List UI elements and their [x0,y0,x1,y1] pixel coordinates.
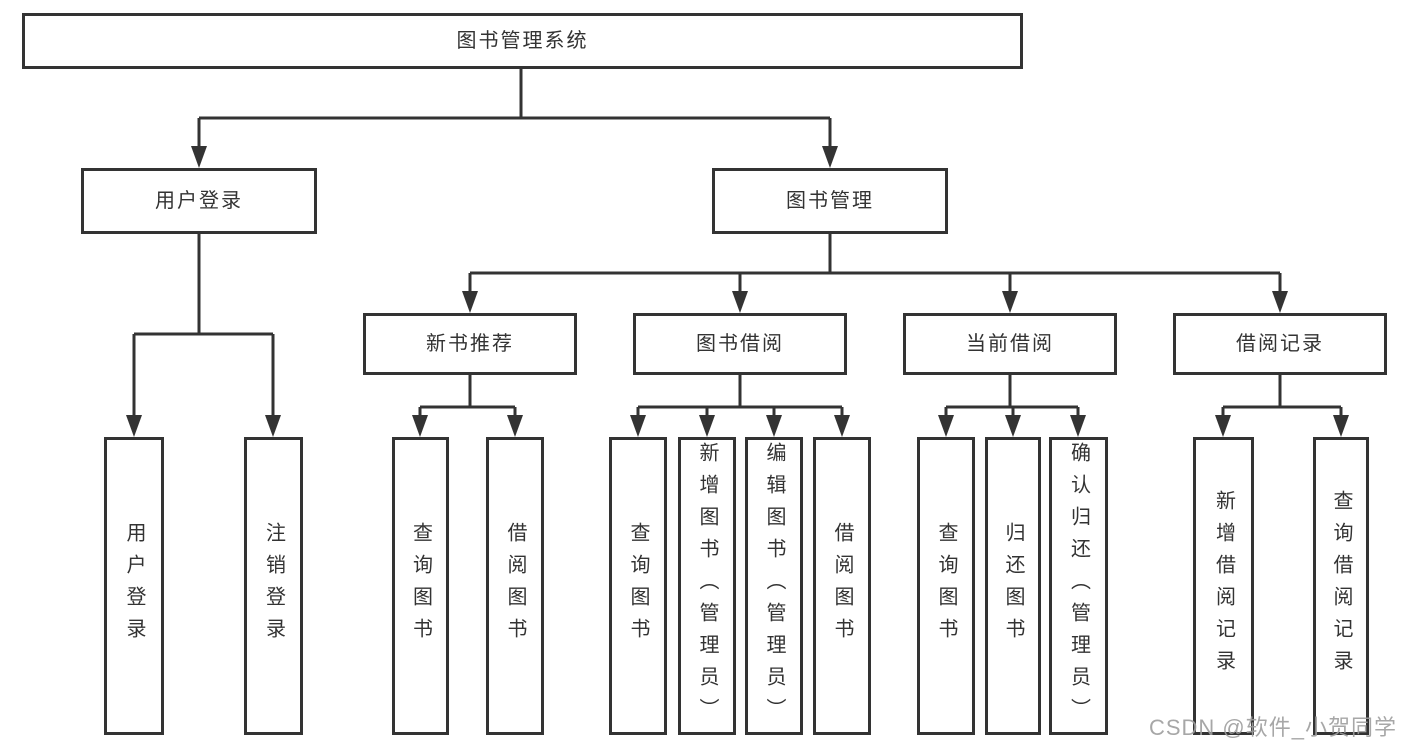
arrowhead [699,415,715,437]
node-label: 查询图书 [935,522,957,650]
leaf-borrow-add-books-admin: 新增图书（管理员） [678,437,736,735]
arrowhead [191,146,207,168]
arrowhead [766,415,782,437]
edge-mgmt-to-level3 [468,234,1282,293]
node-book-borrow: 图书借阅 [633,313,847,375]
node-label: 归还图书 [1002,522,1024,650]
node-label: 新书推荐 [426,333,514,355]
node-label: 用户登录 [123,522,145,650]
node-label: 新增借阅记录 [1212,490,1235,682]
leaf-logout: 注销登录 [244,437,303,735]
leaf-user-login: 用户登录 [104,437,164,735]
leaf-current-confirm-return-admin: 确认归还（管理员） [1049,437,1108,735]
arrowhead [126,415,142,437]
leaf-current-query-books: 查询图书 [917,437,975,735]
node-user-login: 用户登录 [81,168,317,234]
arrowhead [1333,415,1349,437]
arrowhead [834,415,850,437]
node-current-borrow: 当前借阅 [903,313,1117,375]
arrowhead [822,146,838,168]
node-label: 编辑图书（管理员） [763,442,785,730]
leaf-records-add-borrow-record: 新增借阅记录 [1193,437,1254,735]
arrowhead [630,415,646,437]
node-label: 当前借阅 [966,333,1054,355]
arrowhead [1070,415,1086,437]
arrowhead [1272,291,1288,313]
node-label: 借阅图书 [504,522,526,650]
node-label: 查询图书 [627,522,649,650]
node-label: 借阅记录 [1236,333,1324,355]
leaf-borrow-borrow-books: 借阅图书 [813,437,871,735]
node-label: 图书管理 [786,190,874,212]
arrowhead [938,415,954,437]
edge-borrow-to-leaves [636,375,844,419]
node-label: 用户登录 [155,190,243,212]
node-library-management-system: 图书管理系统 [22,13,1023,69]
node-label: 注销登录 [262,522,285,650]
arrowhead [412,415,428,437]
edge-recommend-to-leaves [418,375,517,419]
arrowhead [732,291,748,313]
node-label: 新增图书（管理员） [696,442,718,730]
arrowhead [1005,415,1021,437]
leaf-borrow-query-books: 查询图书 [609,437,667,735]
edge-records-to-leaves [1221,375,1343,419]
arrowhead [507,415,523,437]
leaf-borrow-edit-books-admin: 编辑图书（管理员） [745,437,803,735]
csdn-watermark: CSDN @软件_小贺同学 [1148,715,1397,740]
arrowhead [1215,415,1231,437]
node-label: 查询图书 [409,522,432,650]
leaf-current-return-books: 归还图书 [985,437,1041,735]
edge-login-to-leaves [132,234,275,417]
node-borrow-records: 借阅记录 [1173,313,1387,375]
leaf-records-query-borrow-record: 查询借阅记录 [1313,437,1369,735]
node-new-book-recommend: 新书推荐 [363,313,577,375]
node-label: 图书管理系统 [456,30,589,52]
node-label: 查询借阅记录 [1330,490,1352,682]
node-label: 图书借阅 [696,333,784,355]
arrowhead [1002,291,1018,313]
leaf-recommend-query-books: 查询图书 [392,437,449,735]
node-book-management: 图书管理 [712,168,948,234]
leaf-recommend-borrow-books: 借阅图书 [486,437,544,735]
edge-root-to-level2 [197,68,832,148]
node-label: 确认归还（管理员） [1067,442,1090,730]
arrowhead [462,291,478,313]
arrowhead [265,415,281,437]
edge-current-to-leaves [944,375,1080,419]
node-label: 借阅图书 [831,522,853,650]
